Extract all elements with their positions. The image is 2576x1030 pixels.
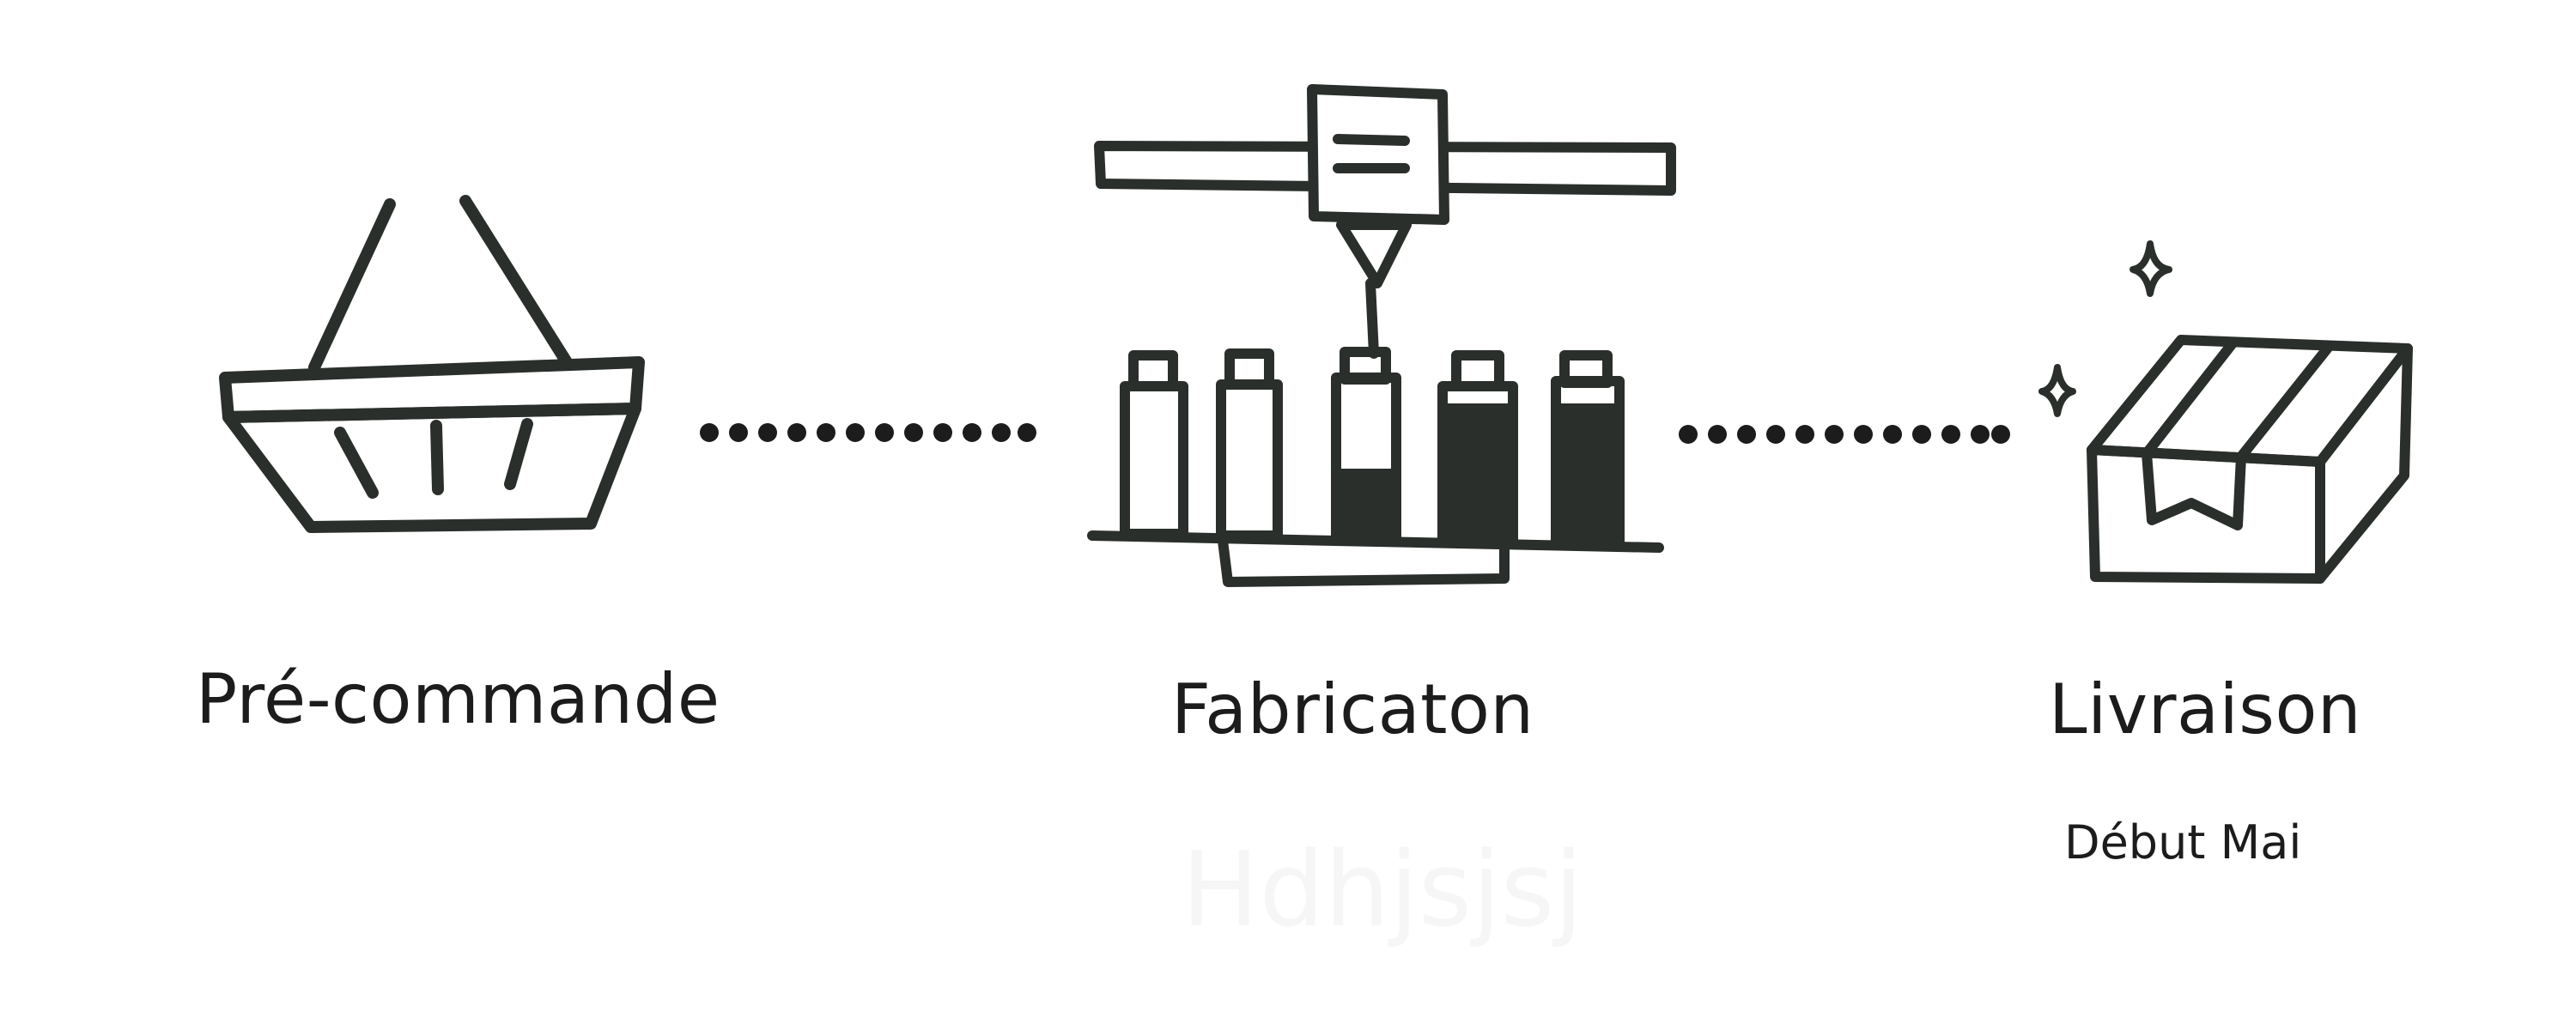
printing-machine-icon (1087, 84, 1676, 587)
step-label-precommande: Pré-commande (196, 659, 720, 739)
dotted-connector-right (1679, 425, 2010, 444)
basket-icon (219, 195, 645, 533)
box-icon (2087, 335, 2413, 584)
dotted-connector-left (700, 423, 1036, 442)
watermark-text: Hdhjsjsj (1182, 831, 1583, 950)
step-label-livraison: Livraison (2049, 670, 2362, 749)
step-label-fabrication: Fabricaton (1171, 670, 1534, 749)
delivery-date-label: Début Mai (2064, 815, 2302, 869)
sparkle-icon (2038, 240, 2172, 417)
